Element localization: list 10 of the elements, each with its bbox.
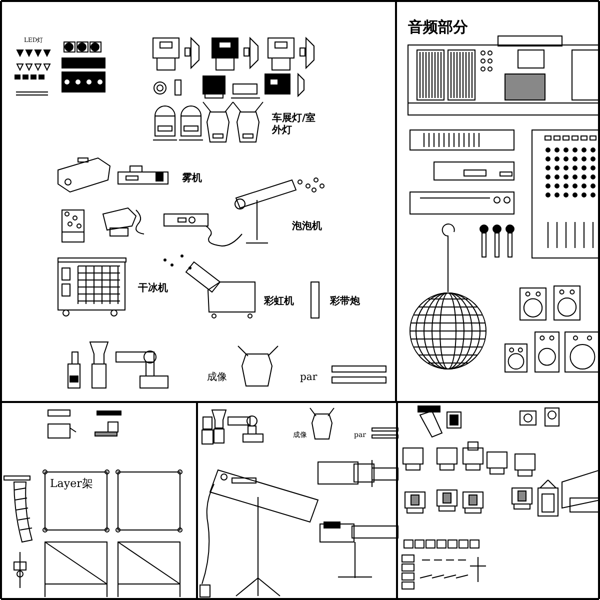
equipment-label: 彩带炮 — [330, 296, 360, 308]
equipment-label: par — [300, 372, 318, 384]
equipment-label: 成像 — [207, 372, 227, 384]
equipment-label: Layer架 — [50, 478, 93, 491]
equipment-label: 车展灯/室外灯 — [272, 113, 316, 136]
equipment-label: 雾机 — [182, 173, 202, 184]
equipment-label: 泡泡机 — [292, 221, 322, 232]
equipment-label: 干冰机 — [138, 283, 168, 294]
equipment-label: 彩虹机 — [264, 296, 294, 308]
section-heading: 音频部分 — [408, 19, 468, 36]
